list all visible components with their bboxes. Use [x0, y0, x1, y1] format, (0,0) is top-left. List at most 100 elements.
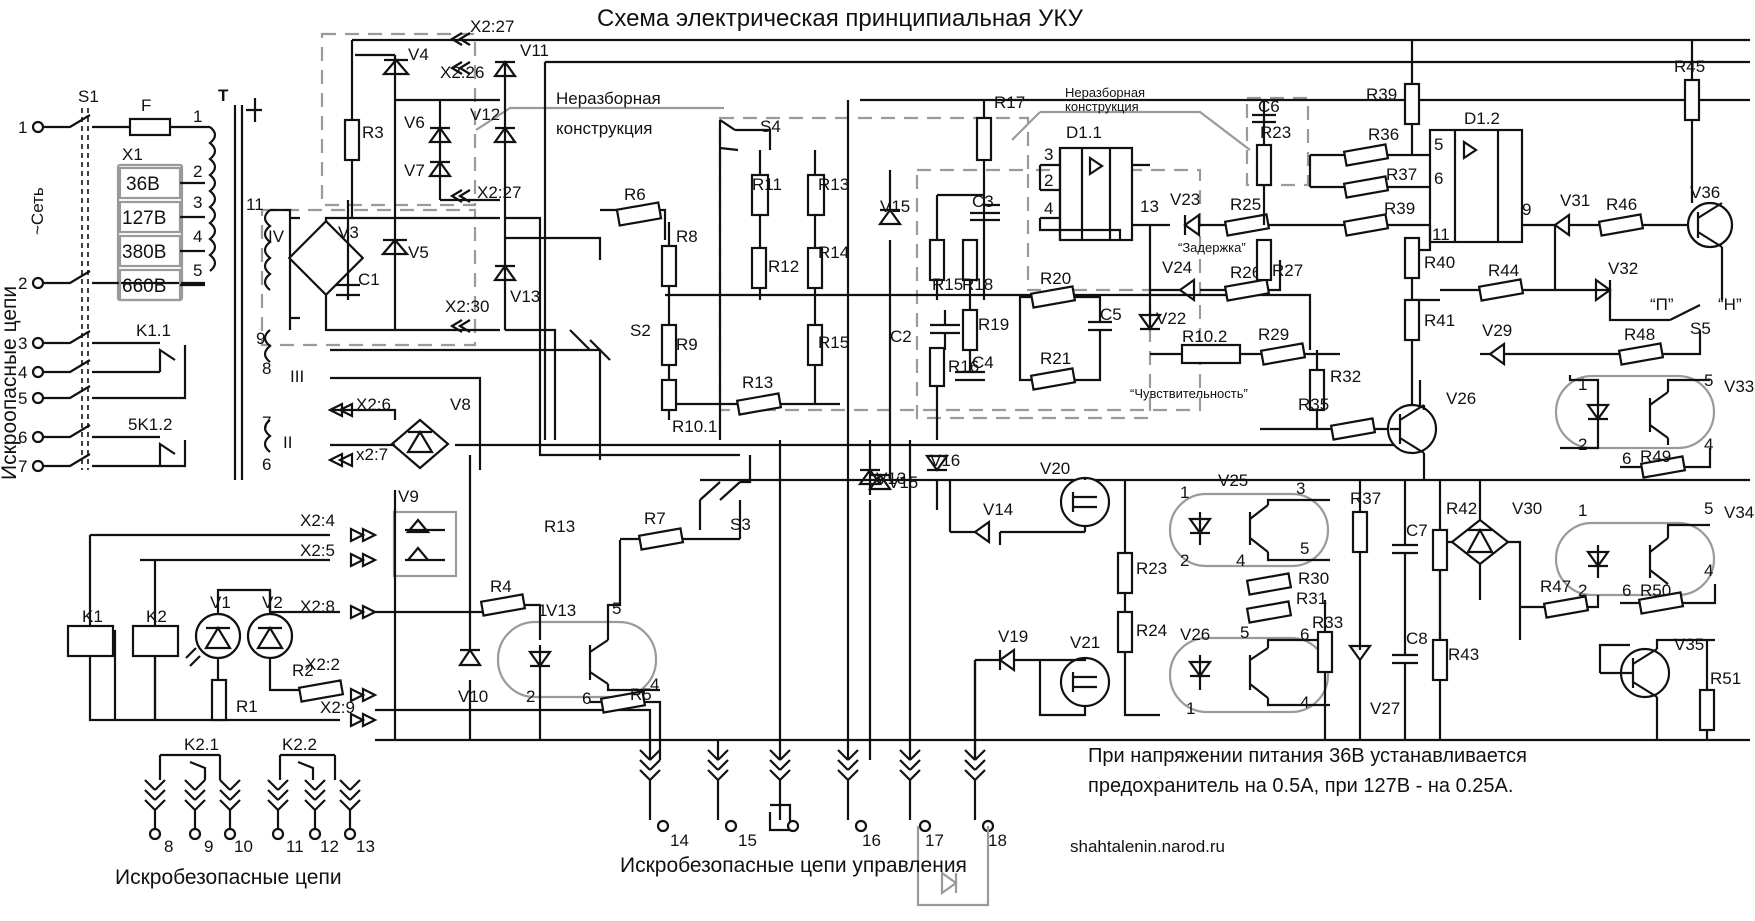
svg-text:shahtalenin.narod.ru: shahtalenin.narod.ru [1070, 837, 1225, 856]
svg-text:C7: C7 [1406, 521, 1428, 540]
svg-text:3: 3 [1044, 145, 1053, 164]
svg-text:2: 2 [1578, 435, 1587, 454]
svg-text:R42: R42 [1446, 499, 1477, 518]
svg-text:K1.1: K1.1 [136, 321, 171, 340]
svg-text:18: 18 [988, 831, 1007, 850]
svg-text:V33: V33 [1724, 377, 1754, 396]
svg-text:7: 7 [18, 457, 27, 476]
svg-text:5: 5 [193, 261, 202, 280]
svg-text:R24: R24 [1136, 621, 1167, 640]
svg-text:R37: R37 [1386, 165, 1417, 184]
svg-text:11: 11 [246, 195, 264, 214]
svg-text:R3: R3 [362, 123, 384, 142]
svg-text:8: 8 [262, 359, 271, 378]
svg-text:V31: V31 [1560, 191, 1590, 210]
svg-text:D1.1: D1.1 [1066, 123, 1102, 142]
svg-text:V10: V10 [458, 687, 488, 706]
power-supply: V3 C1 R3 V4 V6 V7 V5 V11 V12 V13 X2:27 X… [270, 17, 1750, 333]
svg-text:V5: V5 [408, 243, 429, 262]
svg-text:4: 4 [650, 675, 659, 694]
svg-text:C1: C1 [358, 270, 380, 289]
svg-text:3: 3 [1296, 479, 1305, 498]
svg-text:R4: R4 [490, 577, 512, 596]
svg-text:2: 2 [18, 274, 27, 293]
optocoupler-v26: V26 5 6 4 1 R33 [1180, 600, 1343, 740]
svg-text:R50: R50 [1640, 581, 1671, 600]
svg-text:5K1.2: 5K1.2 [128, 415, 172, 434]
svg-text:6: 6 [1434, 169, 1443, 188]
svg-text:R6: R6 [624, 185, 646, 204]
svg-text:R7: R7 [644, 509, 666, 528]
svg-text:K1: K1 [82, 607, 103, 626]
svg-text:5: 5 [1704, 499, 1713, 518]
svg-text:1: 1 [538, 601, 547, 620]
svg-text:R26: R26 [1230, 263, 1261, 282]
svg-text:X2:9: X2:9 [320, 698, 355, 717]
svg-text:R37: R37 [1350, 489, 1381, 508]
transformer: T X1 36В 127В 380В 660В 1 2 3 4 5 11 IV … [118, 86, 304, 480]
svg-text:V34: V34 [1724, 503, 1754, 522]
svg-text:V25: V25 [1218, 471, 1248, 490]
svg-text:S5: S5 [1690, 319, 1711, 338]
svg-text:V7: V7 [404, 161, 425, 180]
svg-text:X1: X1 [122, 145, 143, 164]
svg-text:12: 12 [320, 837, 339, 856]
svg-text:5: 5 [18, 389, 27, 408]
svg-text:R27: R27 [1272, 261, 1303, 280]
svg-text:K2.2: K2.2 [282, 735, 317, 754]
svg-text:10: 10 [234, 837, 253, 856]
svg-text:1: 1 [18, 118, 27, 137]
svg-text:D1.2: D1.2 [1464, 109, 1500, 128]
svg-text:Искроопасные цепи: Искроопасные цепи [0, 286, 21, 480]
svg-text:2: 2 [526, 687, 535, 706]
svg-text:15: 15 [738, 831, 757, 850]
svg-text:X2:27: X2:27 [470, 17, 514, 36]
svg-text:Неразборная: Неразборная [1065, 85, 1145, 100]
svg-text:R13: R13 [544, 517, 575, 536]
svg-text:4: 4 [1704, 435, 1713, 454]
svg-text:S2: S2 [630, 321, 651, 340]
svg-text:S1: S1 [78, 87, 99, 106]
svg-text:R48: R48 [1624, 325, 1655, 344]
svg-text:R21: R21 [1040, 349, 1071, 368]
svg-text:11: 11 [1432, 225, 1450, 244]
svg-text:3: 3 [193, 193, 202, 212]
svg-text:предохранитель на 0.5А, при 12: предохранитель на 0.5А, при 127В - на 0.… [1088, 775, 1513, 797]
svg-text:V22: V22 [1156, 309, 1186, 328]
svg-text:4: 4 [1044, 199, 1053, 218]
svg-text:2: 2 [1578, 581, 1587, 600]
svg-text:V6: V6 [404, 113, 425, 132]
svg-text:~Сеть: ~Сеть [28, 187, 47, 235]
optocoupler-v34: V34 1 2 5 6 4 R50 R42 V30 R47 [1438, 480, 1754, 680]
svg-text:4: 4 [193, 227, 202, 246]
svg-text:X2:4: X2:4 [300, 511, 335, 530]
svg-text:V26: V26 [1446, 389, 1476, 408]
svg-text:1: 1 [193, 107, 202, 126]
transistor-v35: V35 R51 [1598, 635, 1741, 740]
svg-text:36В: 36В [126, 174, 160, 195]
svg-text:V9: V9 [398, 487, 419, 506]
svg-text:C6: C6 [1258, 97, 1280, 116]
svg-text:Искробезопасные цепи управлени: Искробезопасные цепи управления [620, 854, 967, 877]
svg-text:X2:6: X2:6 [356, 395, 391, 414]
svg-text:4: 4 [1300, 693, 1309, 712]
svg-text:R47: R47 [1540, 577, 1571, 596]
jfet-section: V20 V14 V21 V19 R23 R24 [948, 459, 1167, 760]
svg-text:S4: S4 [760, 117, 781, 136]
svg-text:R14: R14 [818, 243, 849, 262]
svg-text:1: 1 [1578, 375, 1587, 394]
svg-text:R11: R11 [752, 175, 782, 194]
svg-text:6: 6 [1622, 449, 1631, 468]
svg-text:V26: V26 [1180, 625, 1210, 644]
adjust-network: R6 R8 R9 R10.1 S2 R13 S4 R11 R12 R13 R14… [569, 117, 849, 440]
svg-text:R40: R40 [1424, 253, 1455, 272]
svg-text:13: 13 [356, 837, 375, 856]
diagram-title: Схема электрическая принципиальная УКУ [597, 5, 1084, 32]
svg-text:V30: V30 [1512, 499, 1542, 518]
svg-text:При напряжении питания 36В уст: При напряжении питания 36В устанавливает… [1088, 745, 1527, 767]
svg-text:K2.1: K2.1 [184, 735, 219, 754]
delay-network: V23 R25 “Задержка” V24 R26 R27 V22 R10.2… [1130, 97, 1340, 401]
svg-text:IV: IV [268, 227, 285, 246]
svg-text:1: 1 [1186, 699, 1195, 718]
svg-text:R46: R46 [1606, 195, 1637, 214]
